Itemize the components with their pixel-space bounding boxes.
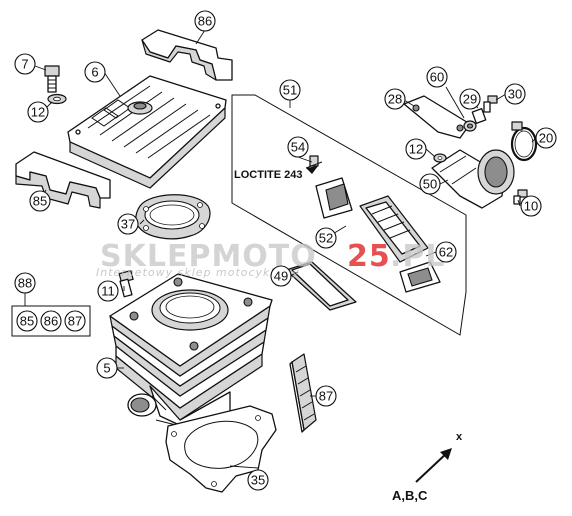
callout-5: 5 [96, 357, 118, 379]
reed-screw [305, 155, 323, 169]
callout-62: 62 [435, 241, 457, 263]
callout-86-top: 86 [194, 10, 216, 32]
direction-mark: x [456, 431, 463, 443]
reed-valve-block [359, 195, 429, 263]
callout-5-text: 5 [103, 361, 110, 376]
cylinder-stud [118, 269, 134, 298]
grommet-cap [463, 120, 477, 132]
reed-gasket [285, 261, 357, 311]
watermark-brand-part3: .PL [390, 239, 446, 274]
callout-12-right: 12 [405, 138, 427, 160]
callout-11: 11 [97, 280, 119, 302]
callout-49-text: 49 [274, 269, 288, 284]
callout-7-text: 7 [21, 57, 28, 72]
callout-37: 37 [117, 213, 139, 235]
callout-85-group-text: 85 [20, 314, 34, 329]
hose-clamp [510, 121, 538, 162]
head-stud-bolt [44, 65, 60, 93]
reed-petal-lower [399, 261, 441, 293]
callout-50: 50 [419, 173, 441, 195]
callout-88: 88 [14, 272, 36, 294]
loctite-label: LOCTITE 243 [234, 169, 302, 181]
intake-group-panel [231, 94, 467, 336]
callout-87-right-text: 87 [319, 389, 333, 404]
callout-86-top-text: 86 [198, 14, 212, 29]
loctite-note: LOCTITE 243 [234, 166, 318, 181]
callout-35-text: 35 [251, 473, 265, 488]
callout-51: 51 [279, 79, 301, 101]
callout-10-text: 10 [524, 199, 538, 214]
callout-12-left-text: 12 [31, 105, 45, 120]
callout-6-text: 6 [91, 65, 98, 80]
callout-29: 29 [459, 88, 481, 110]
cylinder-head [67, 75, 227, 189]
callout-54-text: 54 [291, 140, 305, 155]
damping-rubber-bar [289, 353, 317, 433]
callout-30-text: 30 [508, 87, 522, 102]
callout-51-text: 51 [283, 83, 297, 98]
direction-indicator: x A,B,C [392, 431, 463, 503]
callout-85-left-text: 85 [33, 194, 47, 209]
callout-88-text: 88 [18, 276, 32, 291]
head-bracket-top [141, 29, 233, 81]
head-gasket [135, 194, 211, 240]
callout-30: 30 [504, 83, 526, 105]
direction-label: A,B,C [392, 488, 428, 503]
callout-62-text: 62 [439, 245, 453, 260]
reed-petal-upper [315, 177, 353, 219]
callout-52: 52 [315, 227, 337, 249]
callout-60-text: 60 [430, 70, 444, 85]
callout-10: 10 [520, 195, 542, 217]
callout-54: 54 [287, 136, 309, 158]
washer-left [47, 93, 67, 105]
intake-manifold [431, 149, 515, 209]
spacer-sleeve [471, 108, 487, 124]
callout-85-group: 85 [16, 310, 38, 332]
callout-7: 7 [14, 53, 36, 75]
callout-86-group-text: 86 [44, 314, 58, 329]
callout-87-group: 87 [64, 310, 86, 332]
callout-20-text: 20 [539, 131, 553, 146]
watermark-tagline: Internetowy sklep motocyklowy [96, 266, 300, 279]
callout-35: 35 [247, 469, 269, 491]
callout-86-group: 86 [40, 310, 62, 332]
screw-10 [513, 189, 528, 205]
callout-52-text: 52 [319, 231, 333, 246]
callout-12-left: 12 [27, 101, 49, 123]
callout-11-text: 11 [101, 284, 115, 299]
callout-37-text: 37 [121, 217, 135, 232]
cylinder [109, 273, 273, 431]
mounting-bracket [403, 95, 471, 139]
kit-group: 88 85 86 87 [11, 272, 91, 337]
callout-28: 28 [384, 88, 406, 110]
washer-right [433, 153, 447, 163]
callout-29-text: 29 [463, 92, 477, 107]
callout-6: 6 [84, 61, 106, 83]
watermark: SKLEPMOTO 25 .PL Internetowy sklep motoc… [96, 239, 446, 279]
callout-85-left: 85 [29, 190, 51, 212]
callout-50-text: 50 [423, 177, 437, 192]
callout-49: 49 [270, 265, 292, 287]
callout-87-right: 87 [315, 385, 337, 407]
callout-20: 20 [535, 127, 557, 149]
callout-60: 60 [426, 66, 448, 88]
callout-87-group-text: 87 [68, 314, 82, 329]
callout-12-right-text: 12 [409, 142, 423, 157]
screw-30 [483, 95, 498, 113]
watermark-brand-part2: 25 [347, 239, 391, 274]
callout-28-text: 28 [388, 92, 402, 107]
